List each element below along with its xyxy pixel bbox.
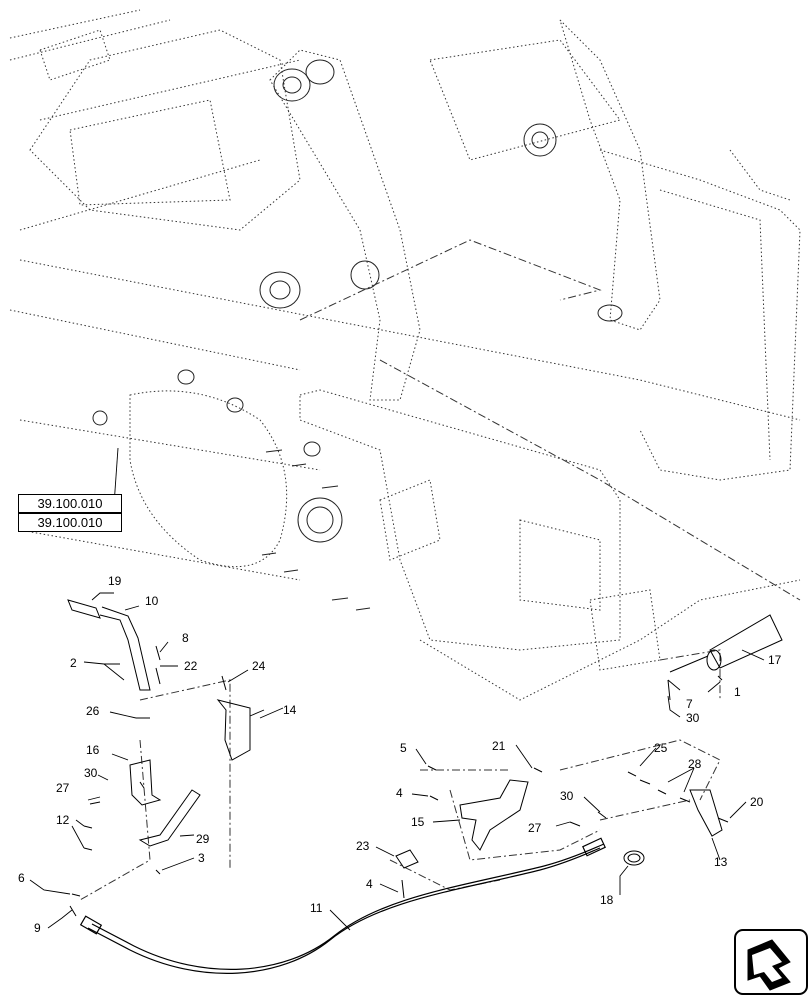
callout-8: 8 bbox=[182, 631, 189, 645]
callout-20: 20 bbox=[750, 795, 764, 809]
callout-1: 1 bbox=[734, 685, 741, 699]
callout-3: 3 bbox=[198, 851, 205, 865]
lever-13 bbox=[689, 789, 723, 837]
callout-21: 21 bbox=[492, 739, 506, 753]
assembly-lines bbox=[79, 239, 801, 901]
callout-19: 19 bbox=[108, 574, 122, 588]
callout-10: 10 bbox=[145, 594, 159, 608]
callout-16: 16 bbox=[86, 743, 100, 757]
callout-23: 23 bbox=[356, 839, 370, 853]
callout-5: 5 bbox=[400, 741, 407, 755]
callout-30-left: 30 bbox=[84, 766, 98, 780]
next-page-arrow-icon[interactable] bbox=[734, 929, 808, 995]
cable-11 bbox=[79, 837, 606, 974]
spring-18 bbox=[623, 850, 645, 866]
callout-7: 7 bbox=[686, 697, 693, 711]
callout-28: 28 bbox=[688, 757, 702, 771]
fasteners bbox=[69, 645, 729, 917]
lever-handle bbox=[67, 599, 151, 691]
callout-4-lower: 4 bbox=[366, 877, 373, 891]
callout-29: 29 bbox=[196, 832, 210, 846]
callout-4-upper: 4 bbox=[396, 786, 403, 800]
callout-14: 14 bbox=[283, 703, 297, 717]
callout-6: 6 bbox=[18, 871, 25, 885]
callout-18: 18 bbox=[600, 893, 614, 907]
link-29 bbox=[138, 789, 201, 847]
callout-2: 2 bbox=[70, 656, 77, 670]
callout-30-right: 30 bbox=[686, 711, 700, 725]
callout-11: 11 bbox=[310, 901, 323, 915]
callout-24: 24 bbox=[252, 659, 266, 673]
section-reference-box-upper[interactable]: 39.100.010 bbox=[18, 494, 122, 513]
callout-27-middle: 27 bbox=[528, 821, 542, 835]
callout-9: 9 bbox=[34, 921, 41, 935]
frame-pins bbox=[261, 449, 371, 611]
callout-15: 15 bbox=[411, 815, 425, 829]
bracket-15 bbox=[459, 779, 529, 851]
callout-25: 25 bbox=[654, 741, 668, 755]
leader-lines bbox=[29, 447, 765, 931]
callout-13: 13 bbox=[714, 855, 728, 869]
bracket-16 bbox=[129, 759, 162, 806]
bushings bbox=[92, 59, 623, 543]
machine-frame bbox=[9, 9, 801, 701]
callout-12: 12 bbox=[56, 813, 70, 827]
callout-26: 26 bbox=[86, 704, 100, 718]
section-reference-box-lower[interactable]: 39.100.010 bbox=[18, 513, 122, 532]
callout-27-left: 27 bbox=[56, 781, 70, 795]
callout-22: 22 bbox=[184, 659, 198, 673]
callout-numbers: 19 10 8 2 22 24 14 26 16 30 27 12 29 3 6… bbox=[18, 574, 782, 935]
clamp-23 bbox=[395, 849, 419, 869]
weight-17 bbox=[669, 614, 783, 673]
callout-17: 17 bbox=[768, 653, 782, 667]
callout-30-middle: 30 bbox=[560, 789, 574, 803]
bracket-14 bbox=[216, 699, 251, 761]
